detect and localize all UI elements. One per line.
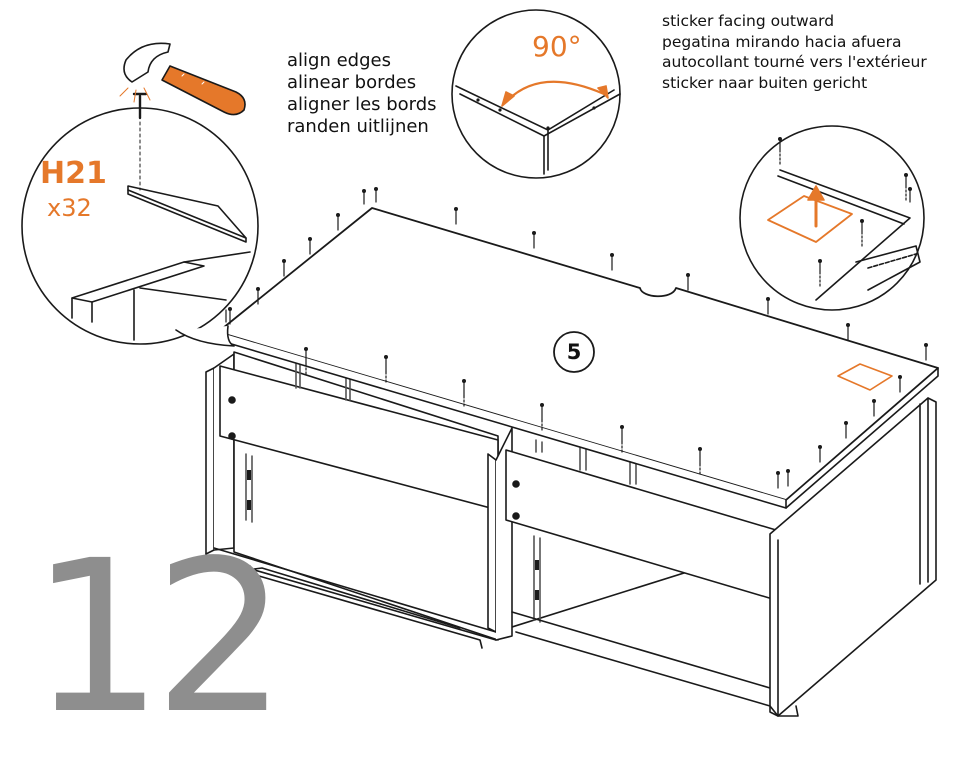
nail-icon xyxy=(225,187,928,489)
sticker-fr: autocollant tourné vers l'extérieur xyxy=(662,53,927,71)
detail-circle-angle xyxy=(451,9,621,179)
cabinet xyxy=(205,351,937,717)
hardware-code: H21 xyxy=(40,156,107,191)
align-edges-fr: aligner les bords xyxy=(287,94,437,115)
detail-circle-sticker xyxy=(739,125,925,311)
angle-label: 90° xyxy=(532,30,582,63)
sticker-text: sticker facing outward pegatina mirando … xyxy=(662,11,927,93)
align-edges-en: align edges xyxy=(287,50,391,71)
align-edges-text: align edges alinear bordes aligner les b… xyxy=(287,50,437,138)
hammer-icon xyxy=(119,42,246,116)
align-edges-es: alinear bordes xyxy=(287,72,417,93)
sticker-es: pegatina mirando hacia afuera xyxy=(662,32,902,51)
step-number: 12 xyxy=(30,515,287,760)
align-edges-nl: randen uitlijnen xyxy=(287,116,429,137)
part-number: 5 xyxy=(566,340,582,364)
hardware-quantity: x32 xyxy=(47,194,92,222)
sticker-en: sticker facing outward xyxy=(662,12,835,30)
up-arrow-icon xyxy=(807,185,825,228)
detail-circle-nailing xyxy=(21,42,259,347)
sticker-nl: sticker naar buiten gericht xyxy=(662,73,868,92)
part-number-circle xyxy=(553,331,595,373)
assembly-illustration xyxy=(21,9,939,717)
